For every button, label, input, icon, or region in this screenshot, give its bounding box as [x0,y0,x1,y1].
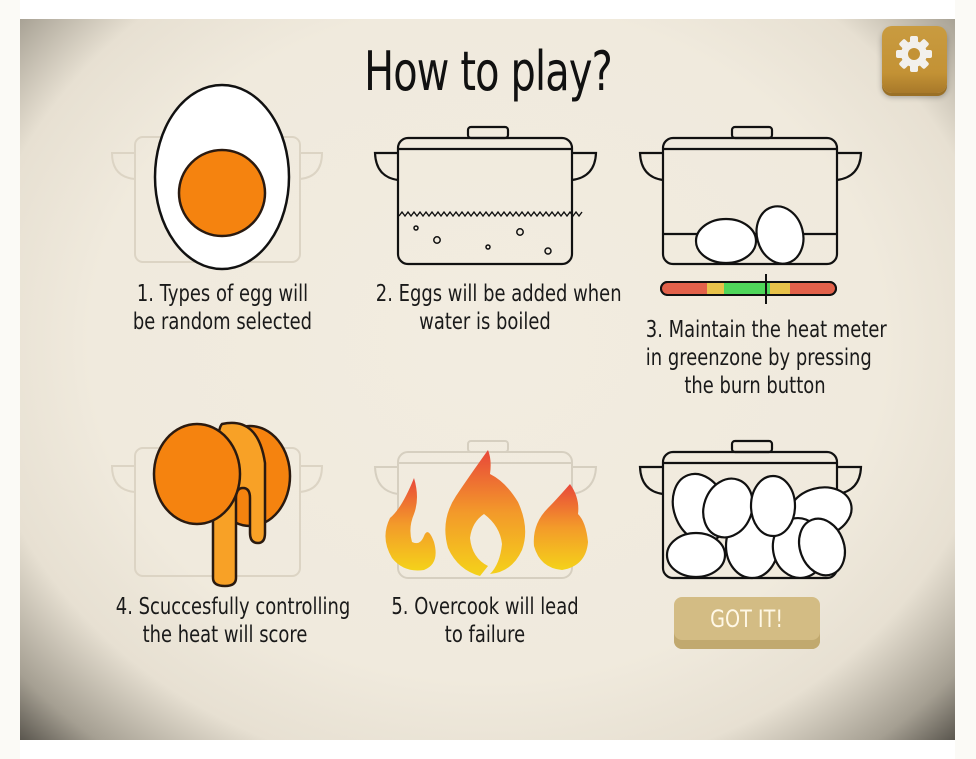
step-1-text: 1. Types of egg will be random selected [132,281,313,335]
step-2-text: 2. Eggs will be added when water is boil… [375,281,622,335]
got-it-button[interactable]: GOT IT! [674,597,820,649]
pot-icon [373,125,598,266]
step-3-illustration [638,125,863,304]
step-5-text: 5. Overcook will lead to failure [391,594,579,648]
step-6-illustration [638,439,863,580]
page-title: How to play? [364,40,613,103]
runny-yolk-icon [152,421,292,588]
step-1-illustration [110,83,324,271]
step-4-illustration [110,421,324,588]
water-surface [398,210,583,218]
yolk-icon [177,148,267,238]
flame-icon [385,450,588,576]
bottom-border [20,740,955,759]
bubbles [413,225,552,255]
top-border [20,0,955,19]
eggs-icon [694,205,805,265]
pot-icon [638,125,863,266]
eggs-icon [665,472,853,580]
step-5-illustration [373,440,598,579]
gear-icon [896,36,932,72]
step-4-text: 4. Scuccesfully controlling the heat wil… [115,594,351,648]
step-3-text: 3. Maintain the heat meter in greenzone … [645,317,887,399]
step-2-illustration [373,125,598,266]
settings-button[interactable] [882,26,947,93]
heat-meter [660,274,837,304]
